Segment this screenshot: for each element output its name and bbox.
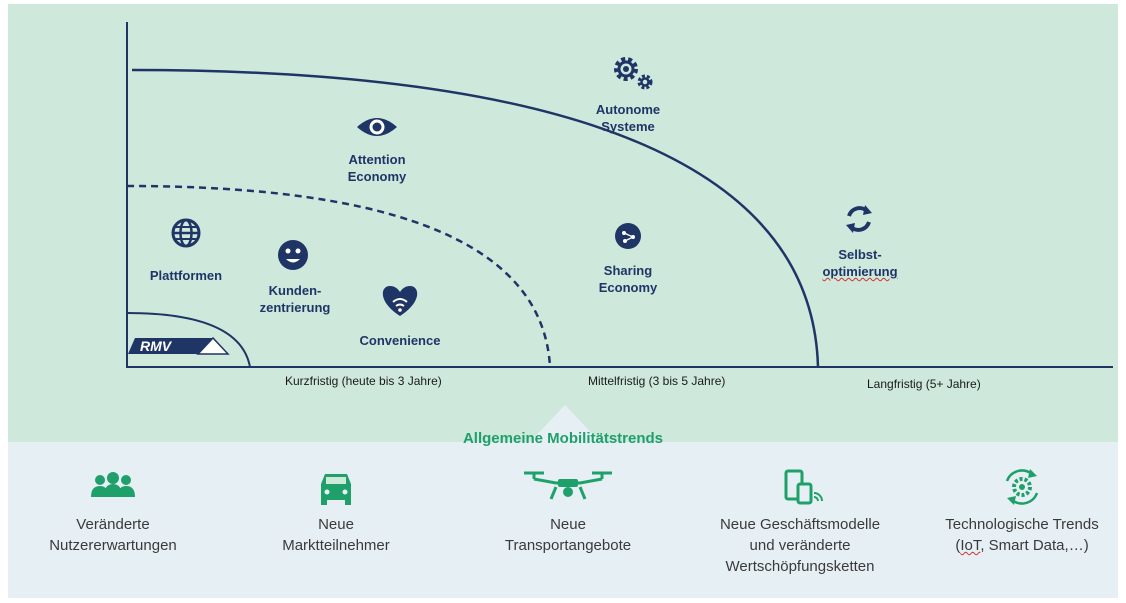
svg-text:RMV: RMV <box>140 338 173 354</box>
trend-tech-line1: Technologische Trends <box>945 516 1099 533</box>
people-icon <box>91 472 135 497</box>
devices-icon <box>784 469 823 505</box>
globe-icon <box>171 218 201 248</box>
axis-label-mid: Mittelfristig (3 bis 5 Jahre) <box>588 374 726 388</box>
axis-label-long: Langfristig (5+ Jahre) <box>867 377 981 391</box>
heart-wifi-icon <box>382 286 418 316</box>
trend-label-markt: Neue Marktteilnehmer <box>282 516 390 554</box>
trend-label-tech: Technologische Trends(IoT, Smart Data,…) <box>945 516 1099 554</box>
eye-icon <box>357 118 397 136</box>
tech-gear-icon <box>1005 469 1039 505</box>
long-term-arc <box>131 68 820 368</box>
label-kundenzentrierung: Kunden- zentrierung <box>259 283 331 315</box>
label-plattformen: Plattformen <box>149 268 223 283</box>
trend-tech-iot: IoT <box>960 537 981 554</box>
car-icon <box>321 474 351 505</box>
label-selbst-line1: Selbst- <box>838 247 882 262</box>
rmv-logo: RMV <box>128 336 230 355</box>
trend-label-geschaeft: Neue Geschäftsmodelle und veränderte Wer… <box>719 516 881 575</box>
drone-icon <box>524 471 612 500</box>
label-sharing-economy: Sharing Economy <box>598 263 658 295</box>
gears-icon <box>614 57 653 90</box>
label-autonome-systeme: Autonome Systeme <box>595 102 661 134</box>
refresh-icon <box>846 205 872 233</box>
trend-tech-line2: , Smart Data,…) <box>980 537 1089 554</box>
smiley-icon <box>278 240 308 270</box>
mid-term-arc <box>126 184 552 368</box>
trend-label-transport: Neue Transportangebote <box>504 516 632 554</box>
short-term-arc <box>126 312 251 368</box>
label-attention-economy: Attention Economy <box>347 152 407 184</box>
share-icon <box>615 223 641 249</box>
label-selbst-line2: optimierung <box>822 264 898 279</box>
bottom-panel <box>8 405 1118 598</box>
label-selbstoptimierung: Selbst-optimierung <box>800 246 920 280</box>
trends-title: Allgemeine Mobilitätstrends <box>462 430 664 447</box>
axis-label-short: Kurzfristig (heute bis 3 Jahre) <box>285 374 442 388</box>
trend-label-nutzer: Veränderte Nutzererwartungen <box>49 516 177 554</box>
label-convenience: Convenience <box>359 333 441 348</box>
